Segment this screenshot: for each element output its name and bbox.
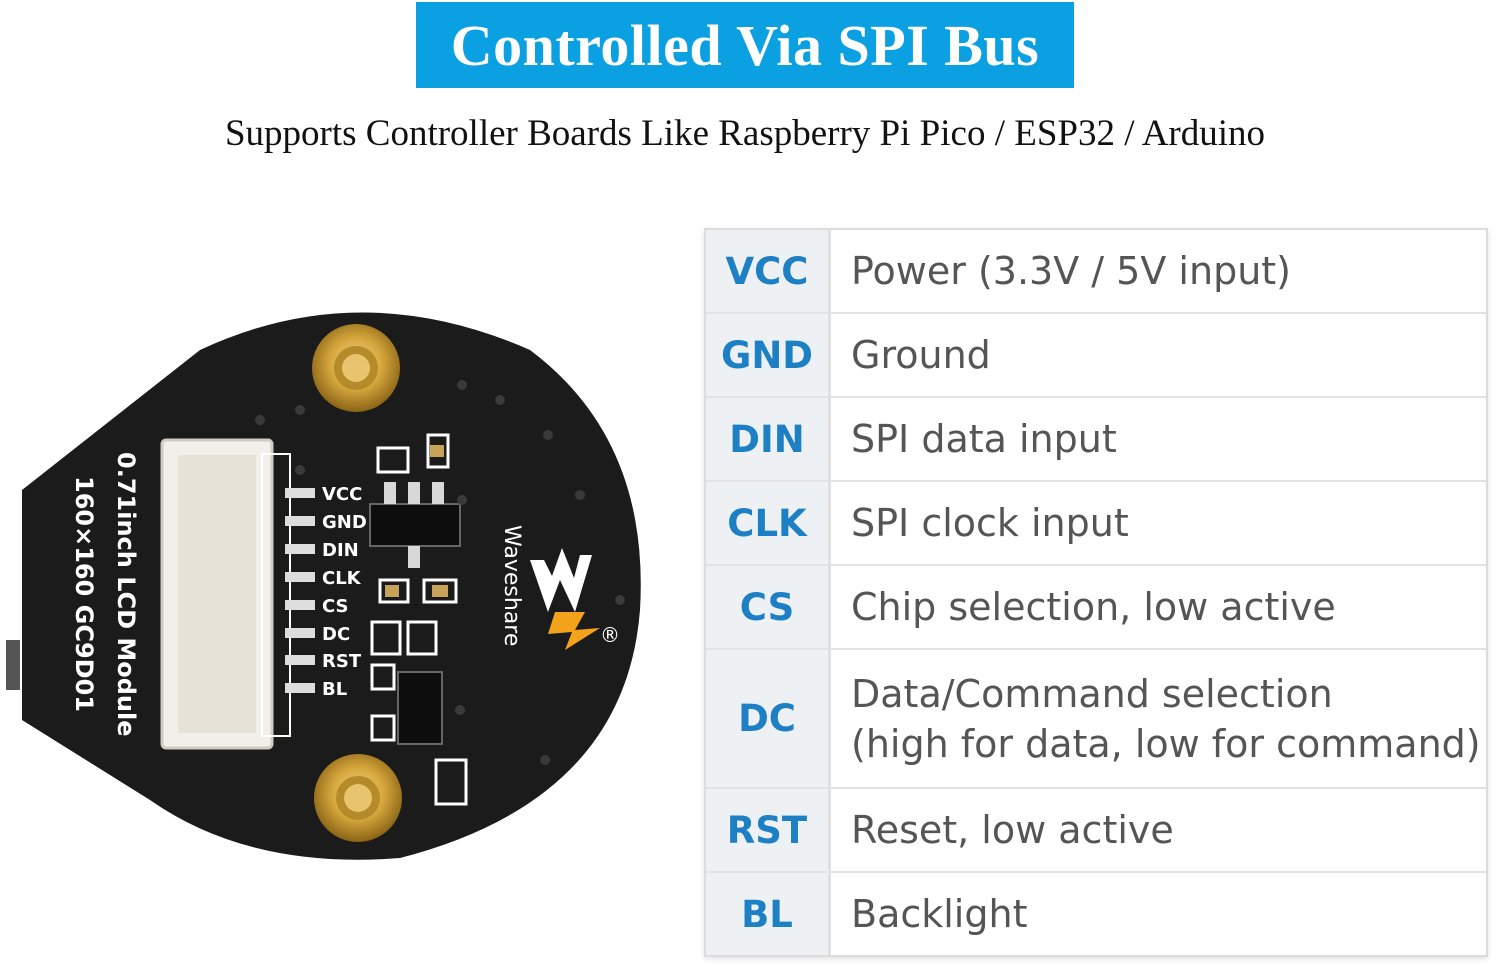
silk-rst: RST xyxy=(322,651,362,672)
subtitle: Supports Controller Boards Like Raspberr… xyxy=(224,113,1266,154)
table-row: DIN SPI data input xyxy=(706,396,1486,480)
page-title: Controlled Via SPI Bus xyxy=(450,12,1040,78)
table-row: VCC Power (3.3V / 5V input) xyxy=(706,230,1486,312)
fpc-tab xyxy=(6,640,20,690)
title-banner: Controlled Via SPI Bus xyxy=(416,2,1074,88)
pin-description: Data/Command selection (high for data, l… xyxy=(851,671,1481,766)
pin-description: Ground xyxy=(851,333,991,377)
pin-description: SPI data input xyxy=(851,417,1117,461)
pin-name: DIN xyxy=(706,398,831,480)
transistor-chip xyxy=(397,671,443,745)
pin-name: CLK xyxy=(706,482,831,564)
pin-name: VCC xyxy=(706,230,831,312)
table-row: GND Ground xyxy=(706,312,1486,396)
mounting-hole-top xyxy=(312,324,400,412)
regulator-chip xyxy=(369,503,461,547)
pin-description: SPI clock input xyxy=(851,501,1129,545)
pin-name: DC xyxy=(706,650,831,787)
silk-cs: CS xyxy=(322,596,349,617)
module-name-label: 0.71inch LCD Module xyxy=(112,452,140,737)
lcd-module-board: VCC GND DIN CLK CS DC RST BL 0.71inch LC… xyxy=(6,312,641,860)
pin-description: Chip selection, low active xyxy=(851,585,1336,629)
pin-table: VCC Power (3.3V / 5V input) GND Ground D… xyxy=(704,228,1488,957)
pin-pads xyxy=(285,488,315,693)
silk-clk: CLK xyxy=(322,568,362,589)
waveshare-logo-icon xyxy=(530,548,600,650)
mounting-hole-bottom xyxy=(314,754,402,842)
pin-name: BL xyxy=(706,873,831,955)
silk-vcc: VCC xyxy=(322,484,362,505)
silk-din: DIN xyxy=(322,540,359,561)
pin-description: Backlight xyxy=(851,892,1028,936)
module-spec-label: 160×160 GC9D01 xyxy=(70,476,98,712)
pin-name: CS xyxy=(706,566,831,648)
silk-gnd: GND xyxy=(322,512,367,533)
table-row: BL Backlight xyxy=(706,871,1486,955)
smd-components xyxy=(370,433,468,806)
vias xyxy=(255,380,625,765)
table-row: DC Data/Command selection (high for data… xyxy=(706,648,1486,787)
pin-name: RST xyxy=(706,789,831,871)
pin-description: Power (3.3V / 5V input) xyxy=(851,249,1292,293)
table-row: CLK SPI clock input xyxy=(706,480,1486,564)
table-row: RST Reset, low active xyxy=(706,787,1486,871)
pin-description: Reset, low active xyxy=(851,808,1174,852)
silk-bl: BL xyxy=(322,679,347,700)
table-row: CS Chip selection, low active xyxy=(706,564,1486,648)
silk-pin-labels: VCC GND DIN CLK CS DC RST BL xyxy=(322,484,367,700)
brand-label: Waveshare xyxy=(499,525,524,646)
registered-mark: ® xyxy=(600,623,620,647)
silk-dc: DC xyxy=(322,624,350,645)
pin-name: GND xyxy=(706,314,831,396)
